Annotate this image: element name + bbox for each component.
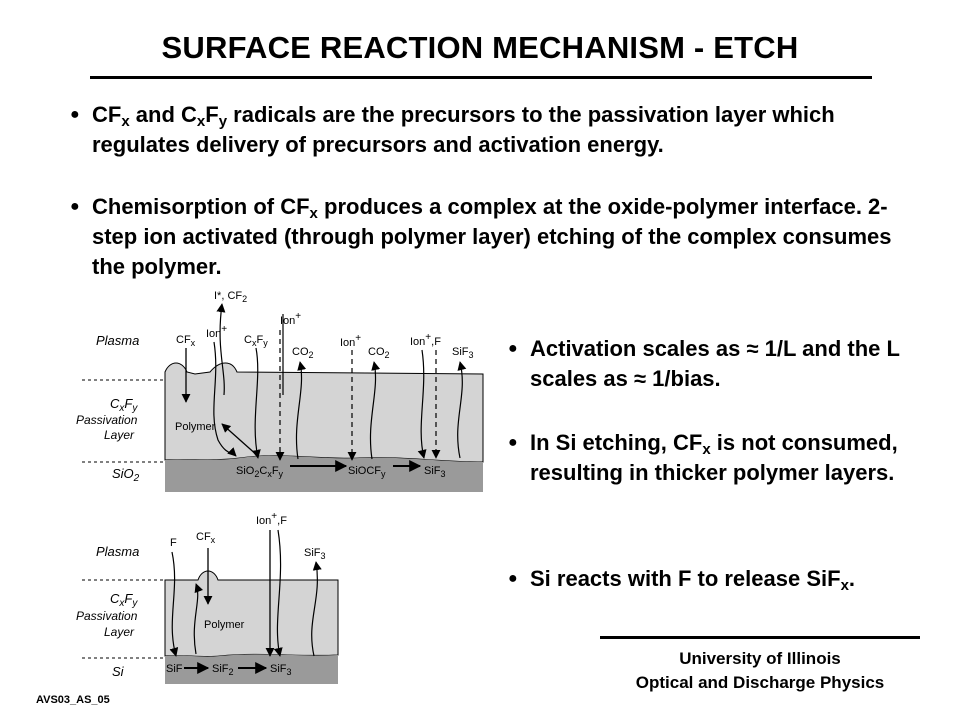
bottom-passivation-label: Passivation bbox=[76, 609, 138, 623]
bottom-plasma-label: Plasma bbox=[96, 544, 139, 559]
label-ion-2: Ion+ bbox=[280, 311, 301, 327]
bottom-diagram: Plasma CxFy Passivation Layer Si F CFx I… bbox=[76, 511, 339, 684]
title-underline bbox=[90, 76, 872, 79]
bullet-si-reacts: ● Si reacts with F to release SiFx. bbox=[508, 566, 856, 594]
bullet-precursors: ● CFx and CxFy radicals are the precurso… bbox=[70, 102, 835, 157]
sif3-desorb-bottom bbox=[311, 561, 322, 657]
top-polymer-layer bbox=[164, 362, 484, 463]
label-cxfy: CxFy bbox=[244, 334, 268, 348]
sif-desorb-bottom bbox=[193, 583, 204, 655]
label-polymer-top: Polymer bbox=[175, 421, 216, 433]
cxfy-path bbox=[251, 347, 261, 459]
label-sif3: SiF3 bbox=[452, 346, 474, 360]
label-f: F bbox=[170, 537, 177, 549]
label-co2-b: CO2 bbox=[368, 346, 390, 360]
bullet-dot: ● bbox=[70, 106, 80, 123]
label-co2-a: CO2 bbox=[292, 346, 314, 360]
product-sio2cxfy: SiO2CxFy bbox=[236, 465, 284, 479]
bullet-activation: ● Activation scales as ≈ 1/L and the L s… bbox=[508, 336, 900, 391]
top-cxfy-label: CxFy bbox=[110, 396, 138, 414]
label-cfx-bottom: CFx bbox=[196, 531, 216, 545]
label-sif3-bottom: SiF3 bbox=[304, 547, 326, 561]
bottom-si-label: Si bbox=[112, 664, 125, 679]
top-diagram: Plasma CxFy Passivation Layer SiO2 I*, C… bbox=[76, 290, 484, 492]
product-sif: SiF bbox=[166, 663, 183, 675]
label-polymer-bottom: Polymer bbox=[204, 619, 245, 631]
co2-a-desorb bbox=[295, 361, 307, 460]
top-layer-label: Layer bbox=[104, 428, 135, 442]
product-sif3-bottom: SiF3 bbox=[270, 663, 292, 677]
bullet-dot: ● bbox=[70, 198, 80, 215]
label-ion-f: Ion+,F bbox=[410, 332, 441, 348]
bullet-si-etching: ● In Si etching, CFx is not consumed, re… bbox=[508, 430, 898, 485]
page-title: SURFACE REACTION MECHANISM - ETCH bbox=[161, 30, 799, 65]
bottom-cxfy-label: CxFy bbox=[110, 591, 138, 609]
bullet-dot: ● bbox=[508, 570, 518, 587]
ion-1-path bbox=[213, 341, 237, 457]
footer-group: Optical and Discharge Physics bbox=[635, 673, 885, 692]
slide-code: AVS03_AS_05 bbox=[36, 694, 110, 706]
top-sio2-label: SiO2 bbox=[112, 466, 140, 484]
label-ion-1: Ion+ bbox=[206, 324, 227, 340]
label-i-star-cf2: I*, CF2 bbox=[214, 290, 247, 304]
label-ion-f-bottom: Ion+,F bbox=[256, 511, 287, 527]
polymer-consumption-arrow bbox=[221, 423, 259, 457]
top-plasma-label: Plasma bbox=[96, 333, 139, 348]
top-passivation-label: Passivation bbox=[76, 413, 138, 427]
footer-rule bbox=[600, 636, 920, 639]
f-path bbox=[169, 551, 179, 657]
sif3-desorb bbox=[457, 361, 467, 459]
f-wavy-path-bottom bbox=[273, 529, 283, 657]
product-sif3-top: SiF3 bbox=[424, 465, 446, 479]
ion-f-path bbox=[417, 349, 427, 459]
bottom-substrate bbox=[165, 654, 338, 684]
bullet-dot: ● bbox=[508, 340, 518, 357]
co2-b-desorb bbox=[369, 361, 381, 460]
label-ion-3: Ion+ bbox=[340, 333, 361, 349]
top-substrate bbox=[165, 455, 483, 492]
footer-university: University of Illinois bbox=[679, 649, 841, 668]
label-cfx: CFx bbox=[176, 334, 196, 348]
product-sif2: SiF2 bbox=[212, 663, 234, 677]
product-siocfy: SiOCFy bbox=[348, 465, 386, 479]
bullet-chemisorption: ● Chemisorption of CFx produces a comple… bbox=[70, 194, 892, 279]
bottom-layer-label: Layer bbox=[104, 625, 135, 639]
i-cf2-desorb-arrow bbox=[216, 303, 226, 396]
bullet-dot: ● bbox=[508, 434, 518, 451]
